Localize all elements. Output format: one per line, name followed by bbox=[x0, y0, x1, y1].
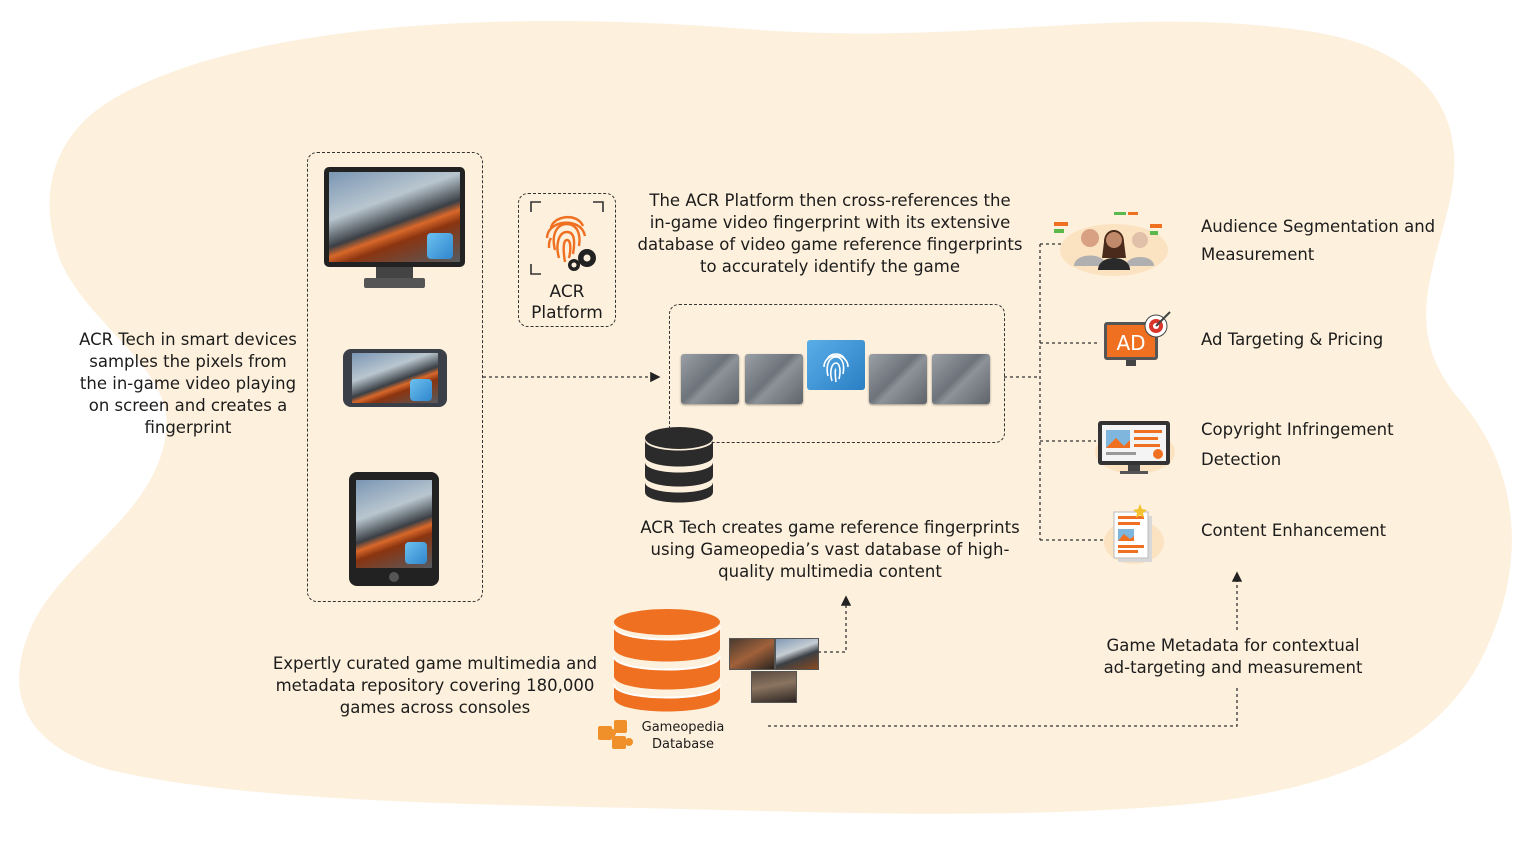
smart-devices-box bbox=[307, 152, 483, 602]
repository-text: Expertly curated game multimedia and met… bbox=[255, 653, 615, 719]
text-line: using Gameopedia’s vast database of high… bbox=[650, 540, 1010, 559]
database-icon bbox=[645, 427, 713, 503]
text-line: to accurately identify the game bbox=[699, 257, 960, 276]
phone-icon bbox=[343, 349, 447, 407]
reference-fingerprints-text: ACR Tech creates game reference fingerpr… bbox=[620, 517, 1040, 583]
video-frame-thumbnail bbox=[932, 354, 990, 404]
text-line: Audience Segmentation and bbox=[1201, 217, 1436, 236]
text-line: Ad Targeting & Pricing bbox=[1201, 330, 1384, 349]
text-line: Platform bbox=[531, 303, 603, 323]
outcome-ad-targeting: Ad Targeting & Pricing bbox=[1201, 329, 1501, 351]
monitor-icon bbox=[324, 167, 465, 289]
text-line: The ACR Platform then cross-references t… bbox=[649, 191, 1011, 210]
text-line: ad-targeting and measurement bbox=[1103, 658, 1363, 677]
text-line: Game Metadata for contextual bbox=[1106, 636, 1360, 655]
ad-target-icon: AD bbox=[1104, 311, 1171, 366]
multimedia-thumbnail bbox=[775, 638, 819, 670]
text-line: on screen and creates a bbox=[88, 396, 288, 415]
text-line: ACR Tech in smart devices bbox=[79, 330, 297, 349]
text-line: Expertly curated game multimedia and bbox=[272, 654, 598, 673]
text-line: games across consoles bbox=[339, 698, 531, 717]
acr-platform-label: ACR Platform bbox=[518, 282, 616, 324]
audience-icon bbox=[1054, 212, 1168, 276]
ad-badge-text: AD bbox=[1116, 331, 1145, 355]
fingerprint-glyph bbox=[823, 353, 849, 383]
outcome-content-enhancement: Content Enhancement bbox=[1201, 520, 1501, 542]
text-line: Database bbox=[651, 737, 715, 752]
text-line: metadata repository covering 180,000 bbox=[275, 676, 595, 695]
text-line: in-game video fingerprint with its exten… bbox=[649, 213, 1011, 232]
database-to-metadata-arrow bbox=[768, 687, 1238, 727]
fingerprint-icon bbox=[427, 233, 453, 259]
text-line: quality multimedia content bbox=[718, 562, 942, 581]
puzzle-icon bbox=[598, 720, 633, 749]
copyright-monitor-icon bbox=[1095, 421, 1175, 474]
fingerprint-icon bbox=[405, 542, 427, 564]
fingerprint-icon bbox=[410, 379, 432, 401]
outcome-copyright-detection: Copyright Infringement Detection bbox=[1201, 415, 1501, 475]
text-line: Copyright Infringement bbox=[1201, 420, 1394, 439]
text-line: Gameopedia bbox=[641, 720, 725, 735]
text-line: the in-game video playing bbox=[79, 374, 297, 393]
text-line: samples the pixels from bbox=[89, 352, 287, 371]
video-frame-thumbnail bbox=[681, 354, 739, 404]
text-line: ACR Tech creates game reference fingerpr… bbox=[640, 518, 1020, 537]
game-metadata-text: Game Metadata for contextual ad-targetin… bbox=[1078, 635, 1388, 679]
smart-devices-description: ACR Tech in smart devices samples the pi… bbox=[58, 329, 318, 439]
tablet-icon bbox=[349, 472, 439, 586]
text-line: Measurement bbox=[1201, 245, 1315, 264]
gear-icon bbox=[568, 249, 596, 271]
platform-cross-reference-text: The ACR Platform then cross-references t… bbox=[615, 190, 1045, 278]
database-icon bbox=[613, 609, 721, 712]
acr-platform-box bbox=[518, 193, 616, 327]
reference-fingerprints-box bbox=[669, 304, 1005, 443]
multimedia-thumbnail bbox=[751, 671, 797, 703]
text-line: Content Enhancement bbox=[1201, 521, 1387, 540]
content-document-icon bbox=[1104, 504, 1164, 564]
multimedia-to-reference-arrow bbox=[818, 595, 852, 653]
text-line: Detection bbox=[1201, 450, 1282, 469]
gameopedia-database-label: Gameopedia Database bbox=[628, 719, 738, 753]
text-line: fingerprint bbox=[144, 418, 232, 437]
video-frame-thumbnail bbox=[745, 354, 803, 404]
fingerprint-scan-icon bbox=[530, 201, 604, 275]
text-line: database of video game reference fingerp… bbox=[637, 235, 1023, 254]
multimedia-thumbnail bbox=[729, 638, 775, 670]
outcome-audience-segmentation: Audience Segmentation and Measurement bbox=[1201, 213, 1501, 269]
video-frame-thumbnail bbox=[869, 354, 927, 404]
text-line: ACR bbox=[549, 282, 585, 302]
